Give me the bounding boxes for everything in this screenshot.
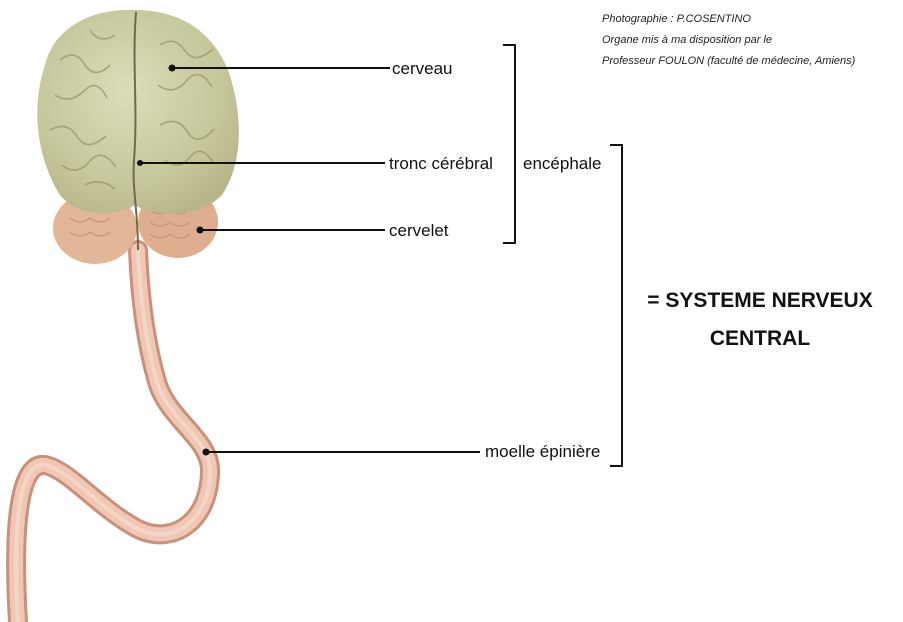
credit-line-3: Professeur FOULON (faculté de médecine, … [602,55,855,67]
cerebrum-shape [37,10,239,214]
label-cerveau: cerveau [392,60,452,77]
spinal-cord-shape [16,250,210,622]
label-encephale: encéphale [523,155,601,172]
label-cervelet: cervelet [389,222,449,239]
conclusion-line-2: CENTRAL [640,328,880,349]
conclusion-line-1: = SYSTEME NERVEUX [640,290,880,311]
label-tronc-cerebral: tronc cérébral [389,155,493,172]
credit-line-1: Photographie : P.COSENTINO [602,13,751,25]
label-moelle-epiniere: moelle épinière [485,443,600,460]
credit-line-2: Organe mis à ma disposition par le [602,34,772,46]
bracket-snc [610,145,622,466]
bracket-encephale [503,45,515,243]
